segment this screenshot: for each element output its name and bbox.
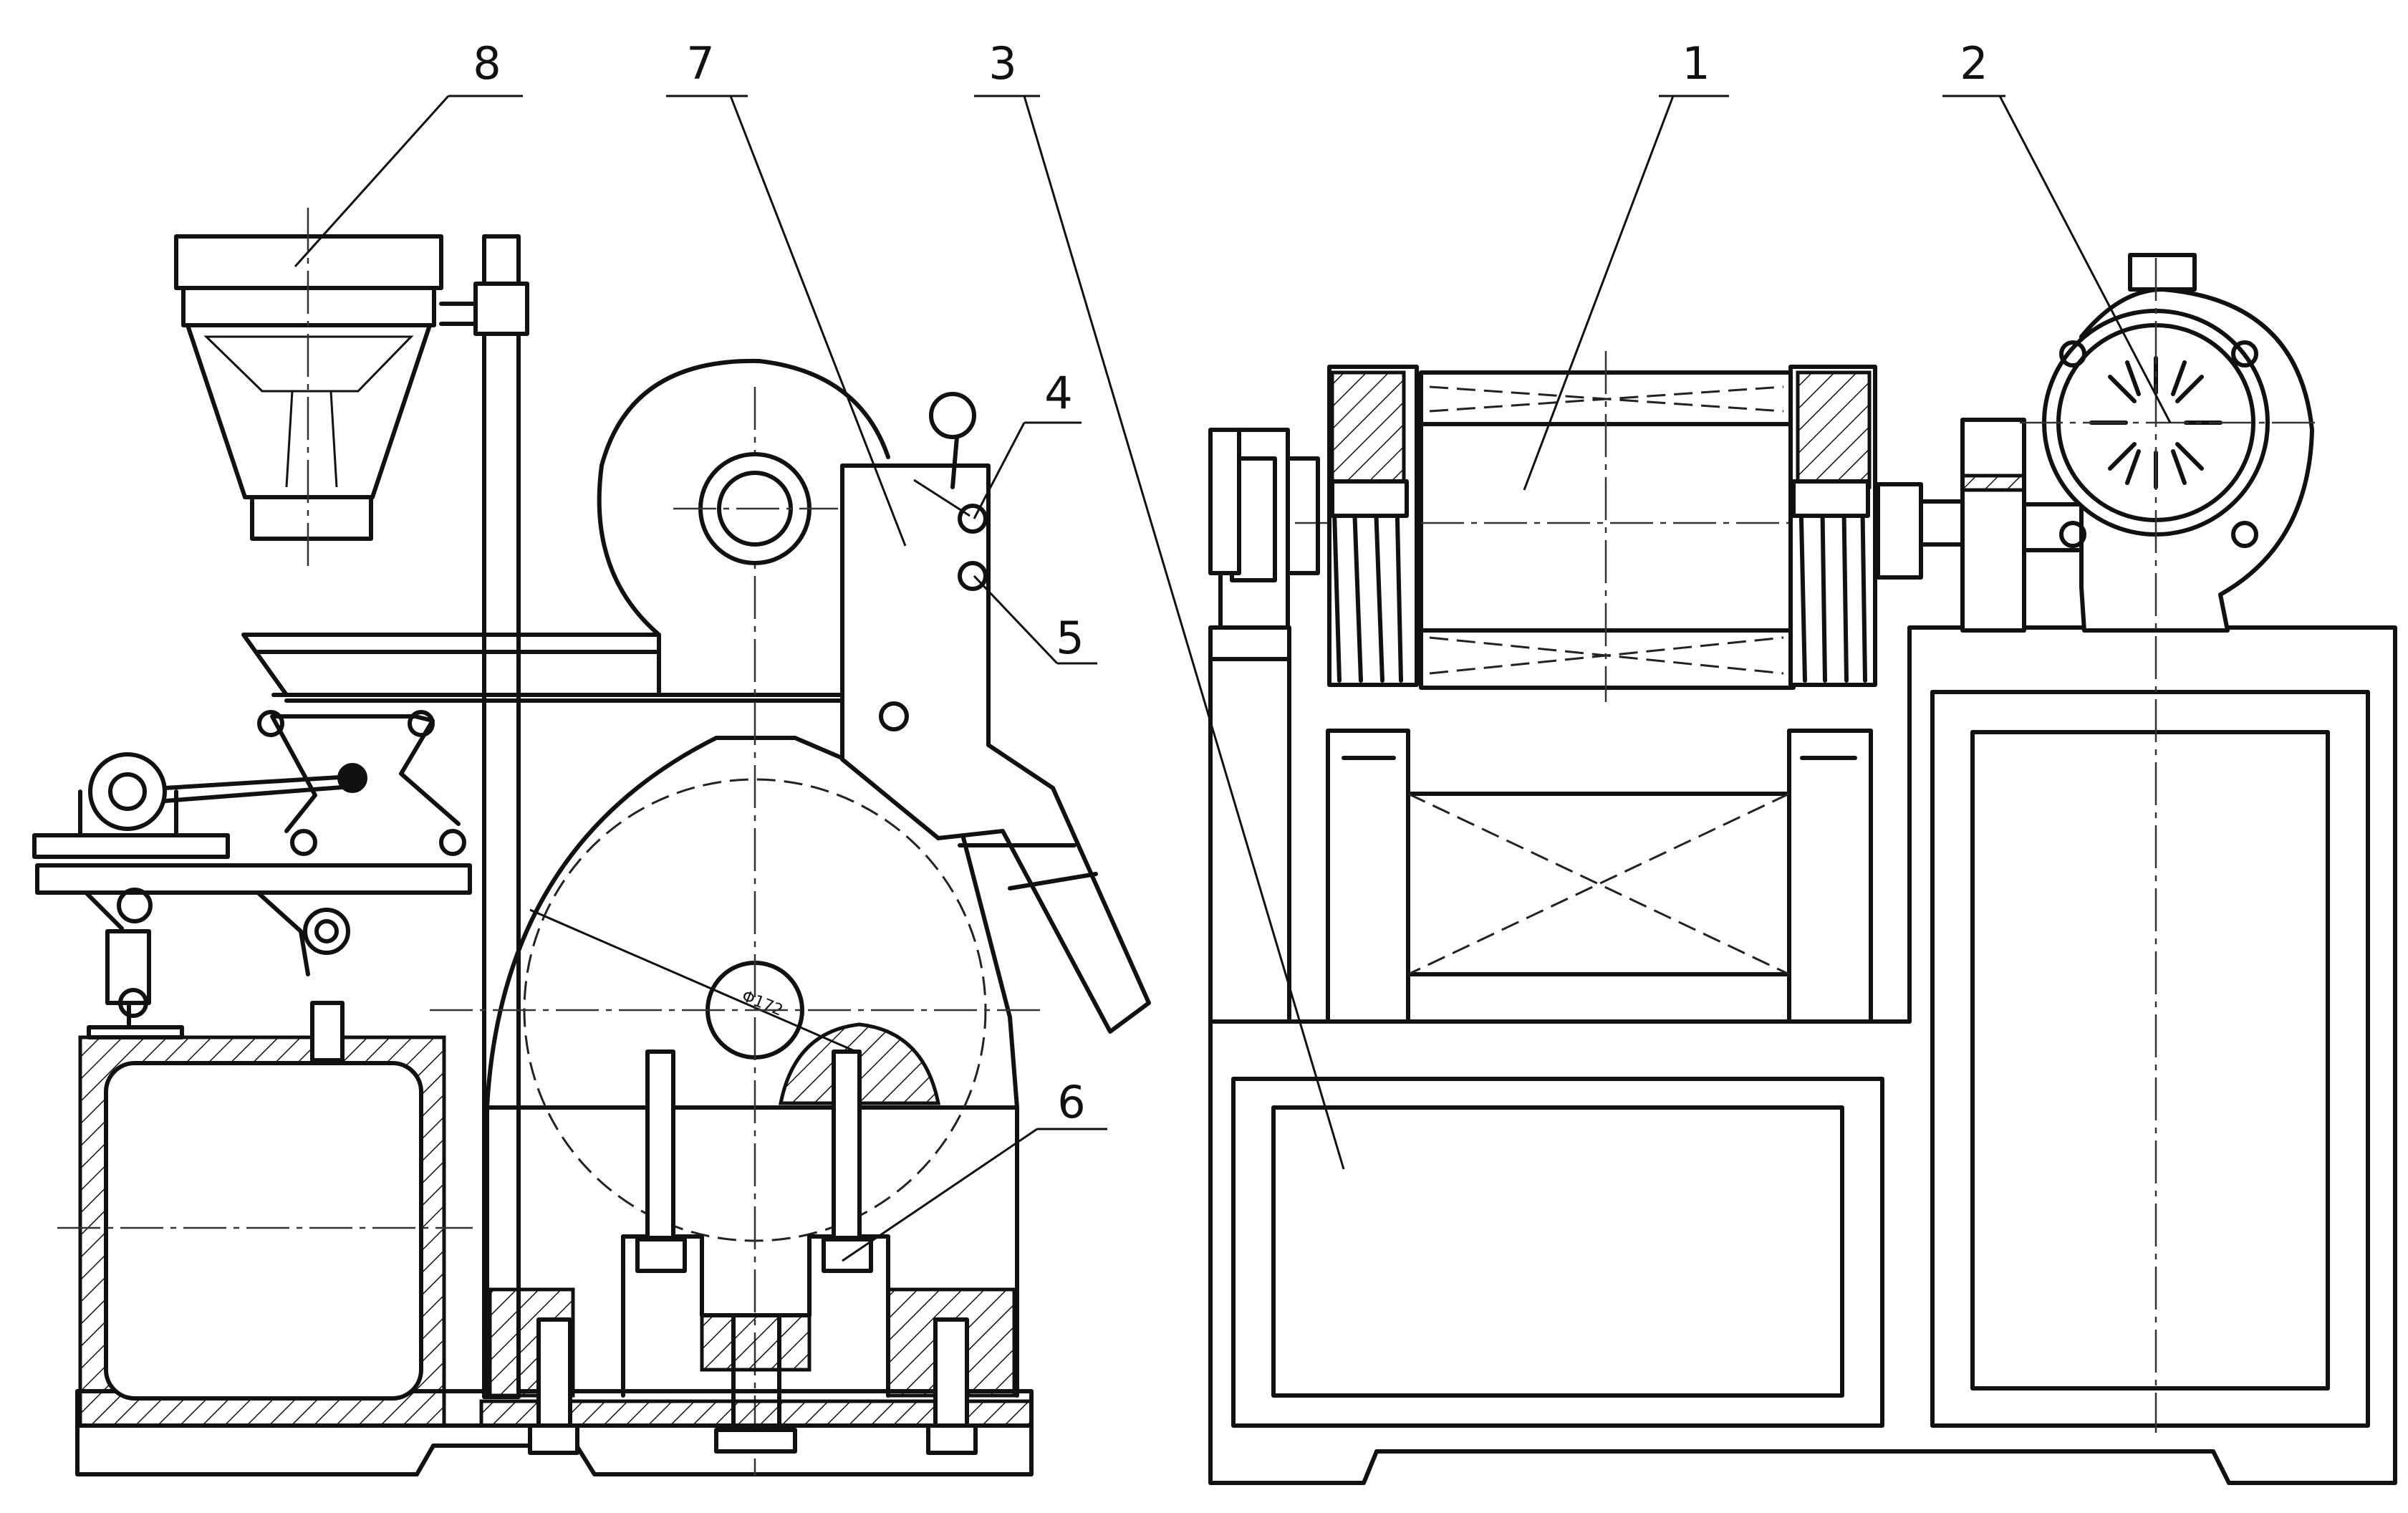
drum-pulleys [1327, 365, 1877, 687]
callout-numbers: 8 7 3 1 2 4 5 6 [473, 37, 1988, 1128]
callout-5: 5 [1056, 612, 1084, 664]
callout-4: 4 [1044, 367, 1072, 419]
feed-hopper [174, 208, 478, 566]
callout-3: 3 [988, 37, 1016, 90]
callout-leaders-right [1523, 95, 2172, 491]
callout-6: 6 [1057, 1076, 1085, 1128]
front-view [1208, 95, 2397, 1485]
guard-plate [840, 392, 1151, 1034]
callout-7: 7 [686, 37, 714, 90]
motor [2020, 253, 2321, 1433]
callout-2: 2 [1960, 37, 1988, 90]
anchor-bolts [528, 1050, 978, 1455]
callout-1: 1 [1682, 37, 1710, 90]
side-pulley [597, 358, 890, 637]
motor-shaft [1876, 418, 2084, 633]
feed-trough [32, 633, 844, 1062]
drum [1232, 351, 1891, 702]
side-left-box [57, 1035, 473, 1428]
left-bearing [1208, 428, 1320, 630]
side-view: Φ172 [32, 95, 1345, 1476]
front-base [1208, 625, 2397, 1485]
callout-8: 8 [473, 37, 501, 90]
side-column [473, 234, 529, 1399]
